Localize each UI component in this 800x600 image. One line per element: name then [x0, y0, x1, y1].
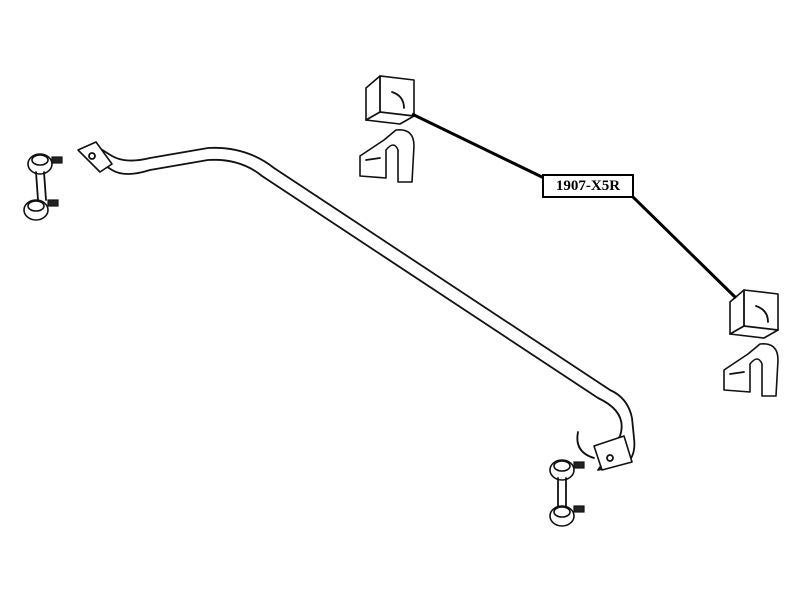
- leader-line-top: [411, 112, 545, 180]
- leader-lines: [411, 112, 738, 300]
- part-number-label: 1907-X5R: [542, 174, 634, 198]
- leader-line-right: [630, 194, 738, 300]
- bushing-right: [729, 289, 779, 339]
- bracket-top: [359, 129, 415, 183]
- bracket-right: [723, 343, 779, 397]
- part-number-text: 1907-X5R: [555, 177, 621, 194]
- stabilizer-bar: [77, 141, 636, 471]
- stabilizer-link-right: [549, 459, 585, 527]
- bushing-top: [365, 75, 415, 125]
- stabilizer-link-left: [23, 153, 63, 221]
